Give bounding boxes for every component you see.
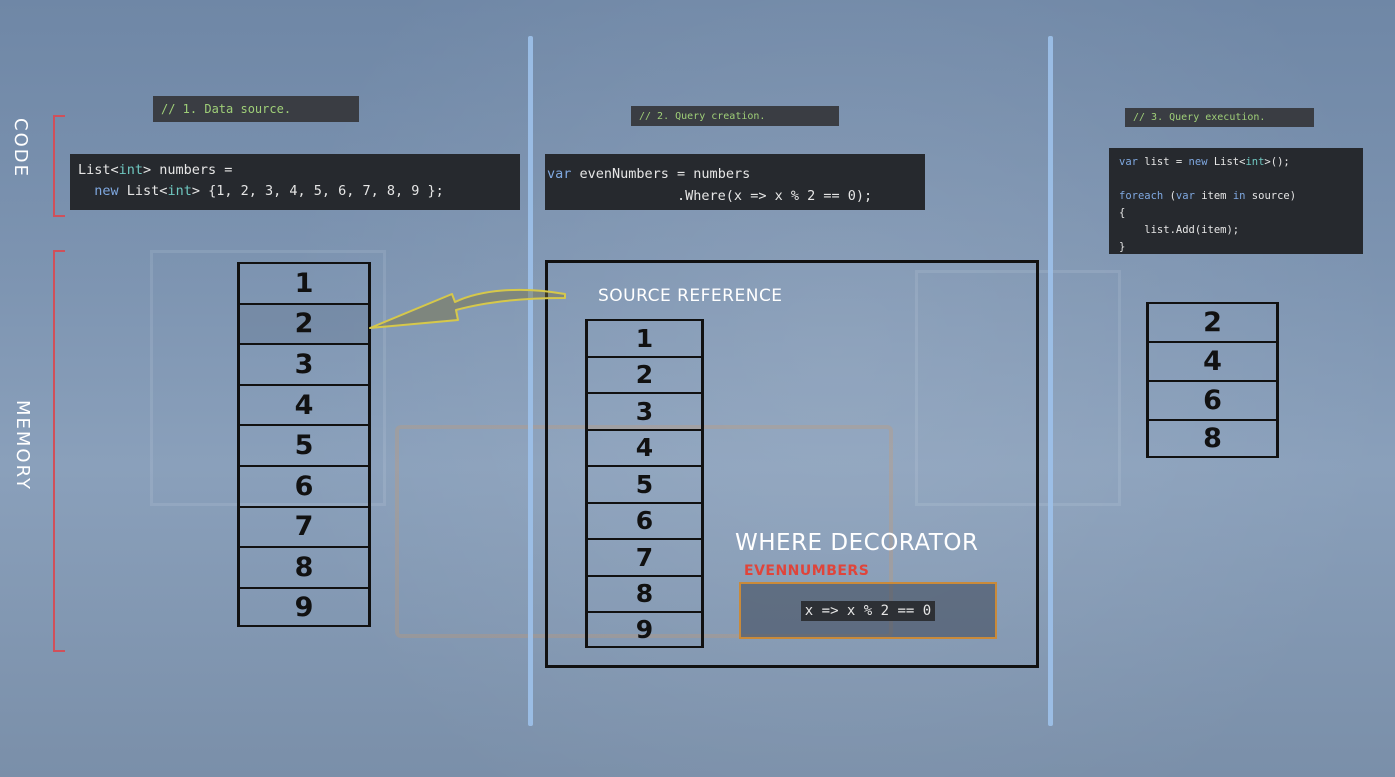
memory-bracket	[53, 250, 65, 652]
memory-cell: 8	[1149, 419, 1276, 458]
background-monitor	[395, 425, 893, 638]
code-line-2: .Where(x => x % 2 == 0);	[547, 188, 873, 204]
memory-cell: 6	[588, 501, 701, 539]
memory-cell: 9	[240, 586, 368, 628]
memory-cell: 5	[240, 424, 368, 465]
code-block-query-creation: var evenNumbers = numbers .Where(x => x …	[545, 154, 925, 210]
memory-cell: 2	[240, 302, 368, 344]
comment-query-execution: // 3. Query execution.	[1125, 108, 1314, 127]
code-line-4: list.Add(item);	[1119, 224, 1240, 236]
memory-cell: 3	[588, 392, 701, 429]
memory-cell: 5	[588, 465, 701, 502]
memory-cell: 8	[240, 546, 368, 587]
section-divider-1	[528, 36, 533, 726]
memory-cell: 4	[1149, 341, 1276, 380]
memory-cell: 1	[240, 262, 368, 303]
memory-cell: 4	[588, 428, 701, 466]
memory-cell: 7	[588, 538, 701, 575]
background-shelf-right	[915, 270, 1121, 506]
code-line-1: var evenNumbers = numbers	[547, 166, 751, 182]
code-line-2: new List<int> {1, 2, 3, 4, 5, 6, 7, 8, 9…	[94, 183, 444, 199]
code-line-1: List<int> numbers =	[78, 162, 233, 178]
memory-cell: 7	[240, 505, 368, 547]
comment-query-creation: // 2. Query creation.	[631, 106, 839, 126]
code-line-blank	[1119, 171, 1363, 188]
code-line-5: }	[1119, 241, 1126, 253]
memory-cell: 8	[588, 574, 701, 612]
predicate-code: x => x % 2 == 0	[800, 600, 936, 621]
code-line-2: foreach (var item in source)	[1119, 190, 1297, 202]
where-decorator-label: WHERE DECORATOR	[735, 530, 979, 556]
memory-cell: 1	[588, 319, 701, 356]
memory-cell: 2	[588, 355, 701, 393]
predicate-box: x => x % 2 == 0	[739, 582, 997, 639]
comment-data-source: // 1. Data source.	[153, 96, 359, 122]
source-reference-arrow-icon	[369, 288, 566, 329]
background-shelf-left	[150, 250, 386, 506]
code-block-data-source: List<int> numbers = new List<int> {1, 2,…	[70, 154, 520, 210]
section-divider-2	[1048, 36, 1053, 726]
memory-cell: 6	[1149, 380, 1276, 419]
code-line-1: var list = new List<int>();	[1119, 156, 1290, 168]
code-bracket	[53, 115, 65, 217]
code-label: CODE	[10, 118, 31, 178]
memory-cell: 2	[1149, 302, 1276, 341]
query-box	[545, 260, 1039, 668]
code-line-3: {	[1119, 207, 1126, 219]
memory-cell: 9	[588, 611, 701, 648]
code-block-query-execution: var list = new List<int>(); foreach (var…	[1109, 148, 1363, 254]
source-reference-label: SOURCE REFERENCE	[598, 286, 783, 306]
memory-cell: 6	[240, 464, 368, 506]
memory-cell: 4	[240, 383, 368, 425]
evennumbers-label: EVENNUMBERS	[744, 563, 870, 579]
memory-cell: 3	[240, 343, 368, 384]
memory-label: MEMORY	[12, 400, 33, 491]
